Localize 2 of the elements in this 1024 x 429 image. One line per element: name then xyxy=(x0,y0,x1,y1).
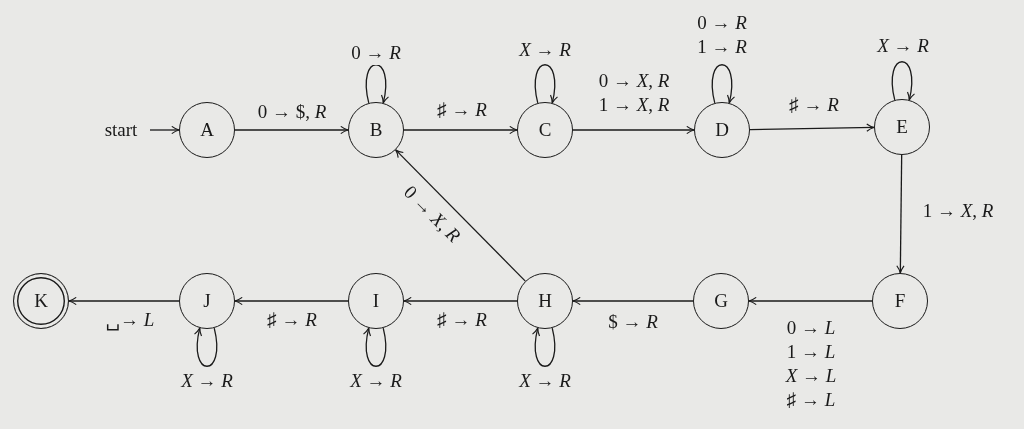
start-label: start xyxy=(96,118,146,142)
accept-state-circle: K xyxy=(13,273,69,329)
